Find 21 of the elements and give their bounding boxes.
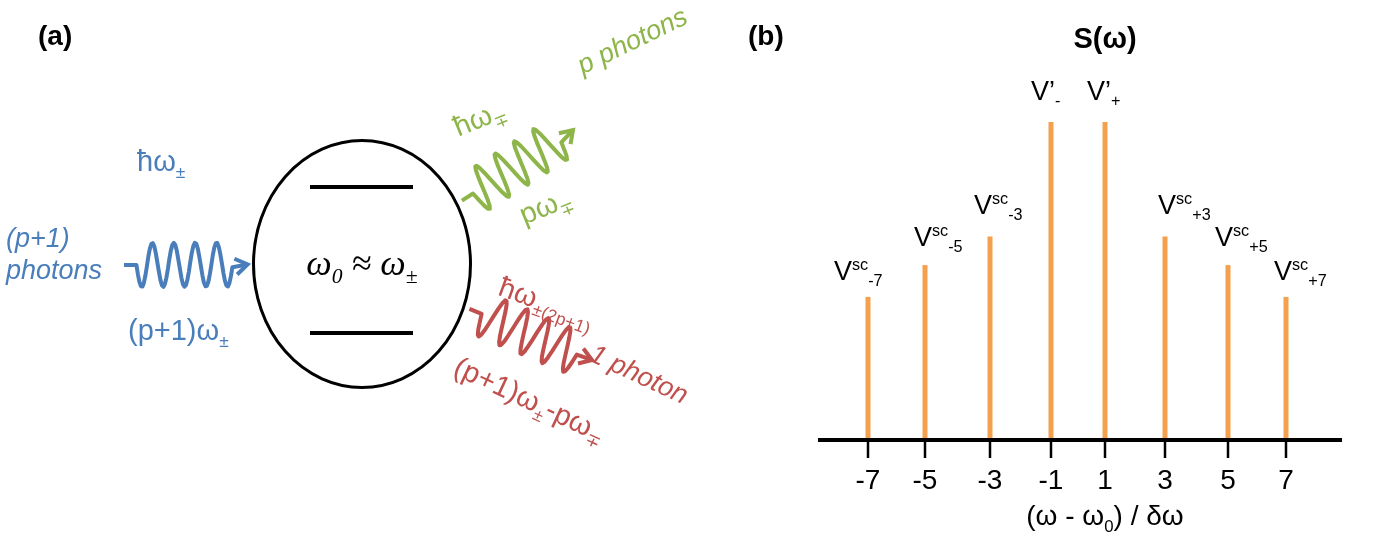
panel-label: (a) [38, 22, 73, 50]
photon-energy-label: ħω$_{±}$ [137, 147, 186, 182]
tick-label: -5 [911, 466, 939, 494]
tick-label: 7 [1277, 466, 1295, 494]
tick-label: 1 [1096, 466, 1114, 494]
frequency-label: (p+1)ω$_{±}$ [128, 316, 229, 351]
wavy-arrow [460, 127, 575, 211]
peak-label: V’$_{+}$ [1087, 78, 1121, 109]
peak-label: V’$_{-}$ [1031, 78, 1061, 109]
tick-label: -3 [976, 466, 1004, 494]
wavy-arrow [468, 298, 594, 374]
tick-label: -1 [1037, 466, 1065, 494]
tick-label: 3 [1156, 466, 1174, 494]
resonance-formula: ω$_{0}$ ≈ ω$_{±}$ [305, 245, 419, 288]
chart-title: S(ω) [1072, 24, 1138, 53]
panel-label: (b) [748, 22, 784, 50]
photon-count-label: (p+1) photons [6, 222, 104, 287]
wavy-arrow [124, 240, 250, 289]
tick-label: -7 [854, 466, 882, 494]
axis-title: (ω - ω$_{0}$) / δω [1025, 502, 1185, 536]
tick-label: 5 [1219, 466, 1237, 494]
